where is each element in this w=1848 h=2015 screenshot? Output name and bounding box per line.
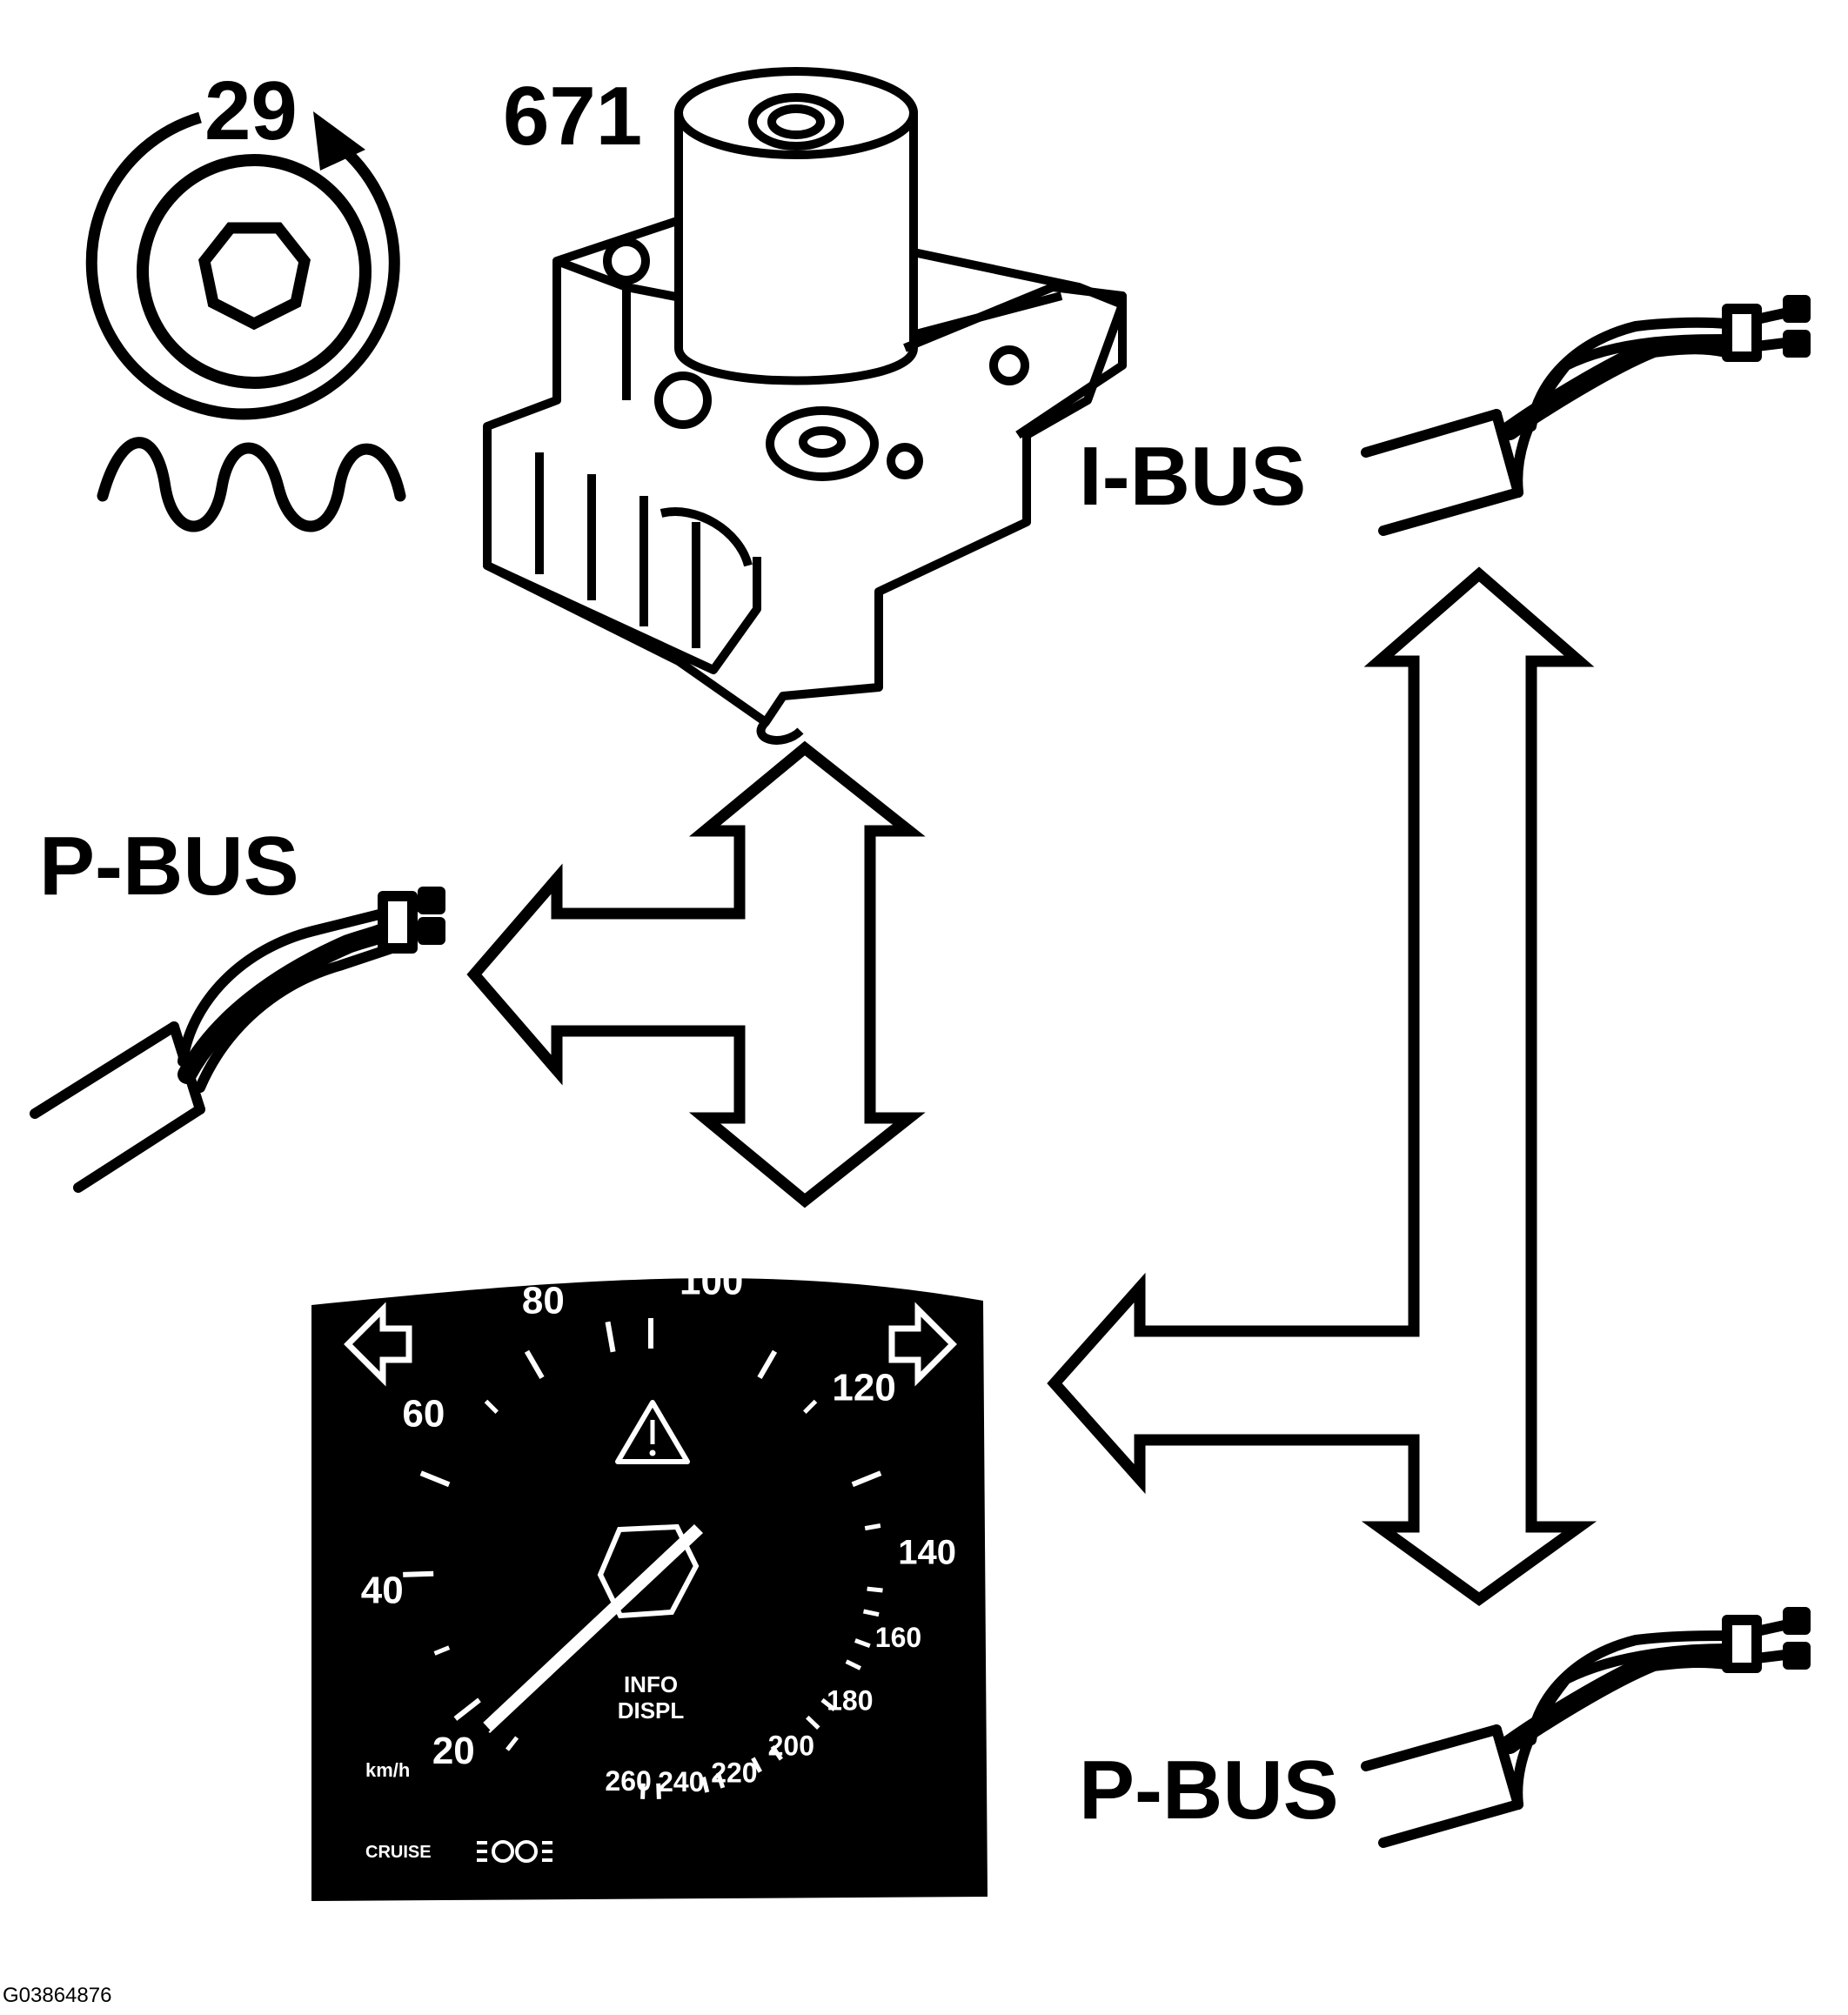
needle (481, 1524, 703, 1733)
rotation-arrow-icon (85, 111, 400, 420)
gauge-tick (864, 1523, 881, 1531)
gauge-tick (656, 1783, 661, 1799)
module-number-label: 671 (503, 70, 643, 163)
gauge-tick (419, 1470, 451, 1488)
figure-code-label: G03864876 (3, 1984, 112, 2007)
gauge-tick (433, 1645, 451, 1656)
gauge-scale-label: 100 (680, 1261, 743, 1303)
gauge-tick (803, 1399, 818, 1414)
gauge-tick (453, 1697, 481, 1721)
gauge-scale-label: 240 (658, 1766, 704, 1797)
gauge-scale-label: 260 (605, 1765, 651, 1797)
turn-left-icon (344, 1302, 412, 1387)
gauge-tick (867, 1586, 883, 1593)
info-display-line2: DISPL (618, 1697, 685, 1724)
gauge-tick (854, 1638, 871, 1649)
speedometer-background (311, 1278, 988, 1901)
gauge-tick (715, 1772, 726, 1789)
gauge-scale-label: 180 (827, 1685, 873, 1717)
gauge-tick (845, 1659, 861, 1670)
gauge-tick (806, 1715, 820, 1730)
gauge-scale-label: 80 (522, 1279, 565, 1322)
gauge-scale-label: 220 (711, 1757, 757, 1789)
gauge-tick (862, 1609, 880, 1617)
ibus-label: I-BUS (1079, 430, 1307, 523)
pbus-left-label: P-BUS (39, 820, 299, 913)
gauge-tick (640, 1783, 646, 1799)
rotation-sensor-symbol (85, 111, 406, 532)
bus-cable-icon-pbus-right (1361, 1607, 1811, 1848)
gauge-scale-label: 20 (432, 1730, 475, 1772)
gauge-scale-label: 140 (898, 1533, 956, 1571)
gauge-scale-label: 40 (361, 1569, 404, 1611)
double-arrow-icon-right (1047, 566, 1597, 1607)
gauge-tick (403, 1570, 434, 1577)
pbus-right-label: P-BUS (1079, 1744, 1339, 1837)
gauge-tick (605, 1321, 616, 1353)
bus-cable-icon-ibus (1361, 295, 1811, 536)
gauge-tick (851, 1470, 882, 1488)
gauge-tick (506, 1736, 519, 1751)
gauge-scale-label: 60 (402, 1392, 445, 1435)
rotation-arrowhead (313, 111, 365, 171)
gauge-tick (524, 1349, 545, 1380)
rotation-number-label: 29 (204, 64, 298, 157)
info-display-line1: INFO (624, 1671, 678, 1697)
wave-signal-icon (97, 437, 406, 532)
gauge-tick (820, 1697, 836, 1711)
gauge-tick (751, 1757, 763, 1773)
sensor-ring-icon (137, 154, 372, 389)
double-arrow-icon-left (466, 740, 926, 1208)
unit-label: km/h (365, 1759, 410, 1781)
needle-hub (597, 1523, 700, 1619)
gauge-tick-group (403, 1318, 883, 1799)
sensor-hex-bolt-icon (198, 222, 311, 331)
warning-triangle-icon (615, 1400, 690, 1464)
gauge-tick (770, 1744, 783, 1761)
gauge-tick (701, 1777, 710, 1793)
turn-right-icon (888, 1302, 957, 1387)
cruise-label: CRUISE (365, 1843, 432, 1862)
gauge-scale-label: 160 (875, 1622, 921, 1653)
gauge-tick (757, 1349, 778, 1380)
abs-module-icon (483, 67, 1127, 745)
headlight-icon (477, 1840, 552, 1863)
gauge-tick (484, 1399, 499, 1414)
bus-cable-icon-pbus-left (30, 887, 445, 1193)
gauge-scale-label: 120 (832, 1367, 895, 1409)
gauge-scale-label: 200 (768, 1730, 814, 1762)
